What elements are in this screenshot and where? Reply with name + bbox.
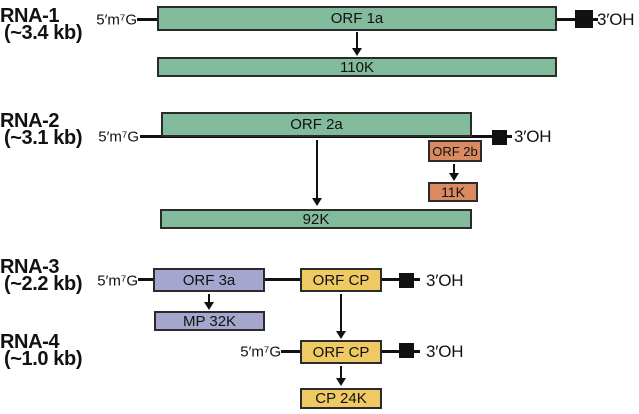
rna3-orf3a-translation-arrow-icon: [203, 294, 214, 310]
rna3-product-mp32k-box: MP 32K: [154, 311, 265, 331]
rna3-orfcp-label: ORF CP: [312, 271, 370, 289]
rna3-three-prime-square-icon: [399, 273, 414, 288]
rna1-three-prime-square-icon: [575, 10, 593, 28]
rna2-product-92k-box: 92K: [160, 209, 472, 229]
rna2-product-11k-box: 11K: [428, 182, 478, 202]
rna2-orf2a-box: ORF 2a: [161, 112, 472, 137]
rna2-three-prime-square-icon: [492, 130, 507, 145]
rna1-five-prime-cap-label: 5′m⁷G: [96, 11, 137, 29]
rna2-five-prime-cap-label: 5′m⁷G: [98, 128, 139, 146]
rna2-size-label: (~3.1 kb): [4, 127, 83, 149]
rna3-size-label: (~2.2 kb): [4, 273, 83, 295]
rna3-subgenomic-arrow-icon: [335, 294, 346, 339]
rna2-orf2b-box: ORF 2b: [428, 140, 482, 162]
rna2-orf2a-translation-arrow-icon: [311, 140, 322, 206]
rna4-orfcp-box: ORF CP: [300, 340, 382, 364]
rna3-product-mp32k-label: MP 32K: [182, 312, 237, 330]
rna2-product-92k-label: 92K: [302, 210, 330, 228]
rna1-product-110k-label: 110K: [340, 58, 374, 76]
rna3-orf3a-box: ORF 3a: [153, 268, 265, 292]
rna1-orf1a-label: ORF 1a: [330, 10, 384, 27]
rna1-translation-arrow-icon: [351, 32, 362, 56]
rna3-orf3a-label: ORF 3a: [182, 271, 236, 289]
rna3-name-label: RNA-3: [0, 256, 60, 278]
rna4-size-label: (~1.0 kb): [4, 348, 83, 370]
rna3-orfcp-box: ORF CP: [300, 268, 382, 292]
rna2-orf2b-translation-arrow-icon: [448, 164, 459, 181]
rna4-three-prime-oh-label: 3′OH: [426, 342, 464, 361]
rna2-orf2a-label: ORF 2a: [290, 116, 343, 133]
rna4-three-prime-square-icon: [399, 343, 414, 358]
rna4-orfcp-translation-arrow-icon: [335, 366, 346, 386]
rna2-three-prime-oh-label: 3′OH: [514, 127, 552, 146]
rna4-product-cp24k-label: CP 24K: [315, 390, 367, 407]
rna1-product-110k-box: 110K: [157, 57, 557, 77]
rna3-five-prime-cap-label: 5′m⁷G: [97, 272, 138, 290]
rna4-five-prime-cap-label: 5′m⁷G: [240, 343, 281, 361]
rna2-product-11k-label: 11K: [441, 184, 465, 200]
rna1-name-label: RNA-1: [0, 5, 60, 27]
rna4-orfcp-label: ORF CP: [312, 343, 370, 361]
rna1-orf1a-box: ORF 1a: [157, 6, 557, 31]
rna2-orf2b-label: ORF 2b: [432, 143, 478, 159]
rna4-name-label: RNA-4: [0, 331, 60, 353]
rna3-backbone-line: [138, 278, 420, 281]
rna1-size-label: (~3.4 kb): [4, 22, 83, 44]
rna3-three-prime-oh-label: 3′OH: [426, 271, 464, 290]
rna1-three-prime-oh-label: 3′OH: [597, 10, 635, 29]
rna4-product-cp24k-box: CP 24K: [300, 388, 382, 409]
rna2-name-label: RNA-2: [0, 110, 60, 132]
